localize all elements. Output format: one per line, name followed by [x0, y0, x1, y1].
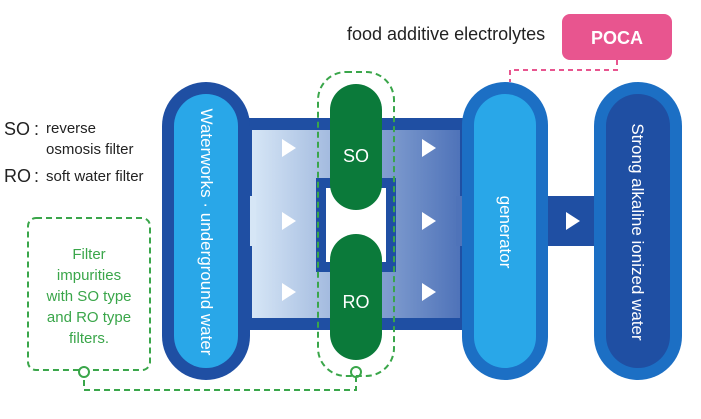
note-line-3: with SO type [45, 288, 131, 305]
ro-filter-capsule [330, 234, 382, 360]
legend-ro-colon: : [34, 166, 39, 186]
filter-group-outline [317, 71, 395, 377]
additive-connector [509, 60, 618, 82]
note-line-5: filters. [69, 330, 109, 347]
flow-arrows [282, 139, 580, 301]
so-filter-capsule [330, 84, 382, 210]
so-filter: SO [330, 84, 382, 210]
output-tank: Strong alkaline ionized water [594, 82, 682, 380]
flow-arrow-icon [422, 139, 436, 157]
note-connector-line [83, 370, 357, 391]
additive-label: food additive electrolytes [347, 24, 545, 44]
flow-arrow-icon [282, 139, 296, 157]
flow-arrow-icon [422, 283, 436, 301]
generator-label: generator [496, 196, 515, 269]
note-line-2: impurities [57, 267, 121, 284]
legend-ro-key: RO [4, 166, 31, 186]
flow-arrow-icon [422, 212, 436, 230]
source-tank: Waterworks · underground water [162, 82, 250, 380]
poca-badge-label: POCA [591, 28, 643, 48]
output-tank-label: Strong alkaline ionized water [628, 123, 647, 341]
source-tank-label: Waterworks · underground water [197, 109, 216, 356]
note-line-1: Filter [72, 246, 105, 263]
legend-so-desc-line1: reverse [46, 120, 96, 137]
flow-arrow-icon [282, 283, 296, 301]
legend-so-colon: : [34, 119, 39, 139]
note-callout: Filter impurities with SO type and RO ty… [27, 217, 362, 391]
flow-arrow-icon [566, 212, 580, 230]
legend-ro-desc: soft water filter [46, 168, 144, 185]
ro-filter-label: RO [343, 292, 370, 312]
source-tank-inner [174, 94, 238, 368]
flow-arrow-icon [282, 212, 296, 230]
legend-so-desc-line2: osmosis filter [46, 141, 134, 158]
output-tank-inner [606, 94, 670, 368]
generator: generator [462, 82, 548, 380]
legend: SO : reverse osmosis filter RO : soft wa… [4, 119, 144, 186]
generator-inner [474, 94, 536, 368]
legend-so-key: SO [4, 119, 30, 139]
note-line-4: and RO type [47, 309, 131, 326]
note-dashed-box [27, 217, 151, 371]
ro-filter: RO [330, 234, 382, 360]
poca-badge [562, 14, 672, 60]
note-connector-dot-left [78, 366, 90, 378]
so-filter-label: SO [343, 146, 369, 166]
